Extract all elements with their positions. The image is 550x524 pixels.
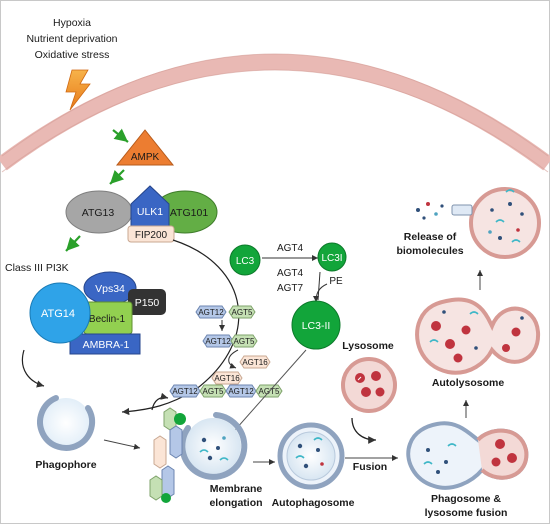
lc3-label: LC3 — [236, 256, 255, 267]
lysosome-label: Lysosome — [342, 340, 394, 352]
phago-lyso-label-2: lysosome fusion — [425, 507, 508, 519]
lc3i-circle — [317, 242, 347, 272]
beclin-label: Beclin-1 — [89, 314, 126, 325]
arrow-conj-to-membrane — [151, 392, 169, 411]
atg4-top-label: AGT4 — [277, 243, 304, 254]
lc3ii-circle — [291, 300, 341, 350]
fusion-label: Fusion — [353, 461, 387, 473]
pe-label: PE — [329, 276, 343, 287]
atg14-label: ATG14 — [41, 308, 75, 320]
ambra-box — [69, 333, 141, 355]
stress-hypoxia: Hypoxia — [53, 17, 91, 29]
atg5-hex — [228, 305, 256, 319]
p150-box — [128, 289, 166, 315]
atg12-label: AGT12 — [205, 337, 231, 346]
autophagosome — [277, 422, 345, 490]
arrow-lc3ii-to-membrane — [227, 349, 307, 439]
atg12-hex — [195, 305, 227, 319]
vps34-label: Vps34 — [95, 283, 125, 295]
atg12-label: AGT12 — [198, 308, 224, 317]
phagophore-fill — [41, 398, 91, 448]
autolysosome — [415, 297, 541, 375]
lc3ii-label: LC3-II — [302, 320, 331, 332]
p150-label: P150 — [135, 297, 160, 309]
atg4-bottom-label: AGT4 — [277, 268, 304, 279]
lc3i-label: LC3I — [321, 253, 342, 264]
lysosome — [341, 357, 397, 413]
membrane-elongation — [149, 407, 248, 503]
arrow-ulk-to-phagophore — [121, 239, 240, 416]
atg12-label: AGT12 — [172, 387, 198, 396]
release-label-1: Release of — [404, 231, 457, 243]
atg5-label: AGT5 — [234, 337, 255, 346]
elongation-label: elongation — [209, 497, 262, 509]
lc3-circle — [229, 244, 261, 276]
arrow-to-ulk — [109, 169, 125, 185]
atg12-label: AGT12 — [228, 387, 254, 396]
atg13-label: ATG13 — [82, 207, 115, 219]
atg101-label: ATG101 — [170, 207, 208, 219]
atg7-label: AGT7 — [277, 283, 304, 294]
arrow-to-ampk — [112, 128, 129, 143]
phagophore-label: Phagophore — [35, 459, 96, 471]
arrow-lysosome-fusion — [351, 417, 377, 444]
membrane-label: Membrane — [210, 483, 263, 495]
atg5-hex — [230, 334, 258, 348]
fip200-box — [127, 225, 175, 243]
atg16-label: AGT16 — [214, 374, 240, 383]
phagophore-membrane — [37, 395, 95, 451]
arrow-phagophore-to-elongation — [103, 439, 141, 450]
arrow-pi3k-down — [21, 349, 45, 388]
released-molecules — [416, 202, 444, 220]
ampk-label: AMPK — [131, 152, 160, 163]
autolysosome-label: Autolysosome — [432, 377, 505, 389]
phago-lyso-fusion — [406, 421, 529, 490]
atg14-circle — [29, 282, 91, 344]
ulk1-label: ULK1 — [137, 206, 163, 218]
atg16-hex — [239, 355, 271, 369]
cell-membrane — [0, 54, 550, 171]
channel-icon — [451, 204, 473, 216]
lightning-icon — [65, 69, 91, 111]
release-label-2: biomolecules — [396, 245, 463, 257]
arrow-to-pi3k — [65, 235, 81, 252]
ampk-triangle — [115, 129, 175, 166]
stress-nutrient: Nutrient deprivation — [26, 33, 117, 45]
phago-lyso-label-1: Phagosome & — [431, 493, 501, 505]
ambra-label: AMBRA-1 — [83, 339, 130, 351]
release-vesicle — [451, 187, 541, 259]
autophagosome-label: Autophagosome — [272, 497, 355, 509]
atg5-label: AGT5 — [203, 387, 224, 396]
conjugation-cascade: AGT12 AGT5 AGT12 AGT5 AGT16 AGT16 AGT12 … — [169, 305, 283, 398]
atg5-label: AGT5 — [232, 308, 253, 317]
stress-oxidative: Oxidative stress — [35, 49, 110, 61]
fip200-label: FIP200 — [135, 230, 168, 241]
class3-title: Class III PI3K — [5, 262, 69, 274]
atg16-hex — [211, 371, 243, 385]
atg16-label: AGT16 — [242, 358, 268, 367]
